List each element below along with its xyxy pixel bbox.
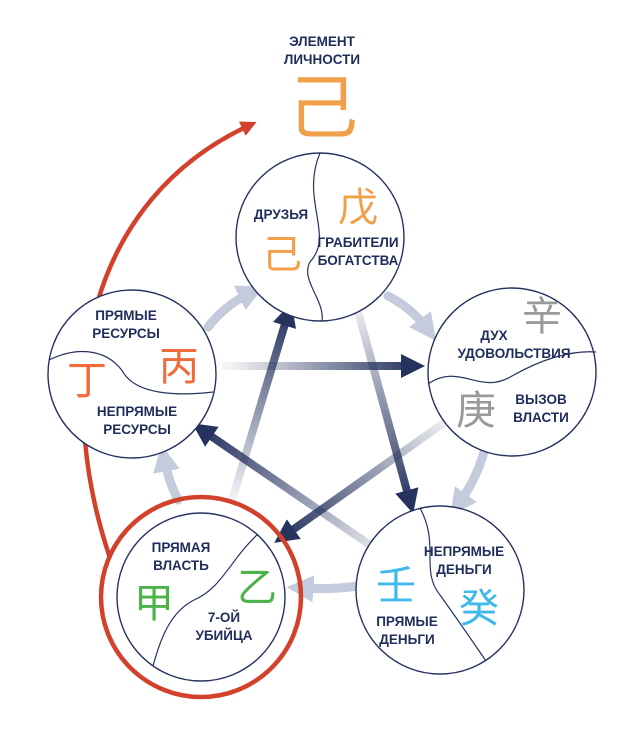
fire-glyph-b: 丁	[67, 358, 107, 404]
wood-glyph-a: 乙	[237, 565, 277, 611]
water-label-bottom-1: ПРЯМЫЕ	[376, 614, 438, 629]
metal-glyph-a: 辛	[522, 294, 562, 340]
earth-glyph-a: 己	[262, 232, 302, 278]
fire-label-bottom-2: РЕСУРСЫ	[103, 422, 171, 437]
arrow-fire-to-earth	[203, 285, 265, 332]
water-glyph-b: 癸	[459, 586, 499, 632]
arrow-wood-to-fire	[153, 444, 183, 505]
fire-label-top-2: РЕСУРСЫ	[92, 326, 160, 341]
water-label-bottom-2: ДЕНЬГИ	[379, 632, 434, 647]
arrow-earth-to-metal	[383, 291, 436, 341]
metal-divider	[427, 351, 597, 385]
element-of-personality: ЭЛЕМЕНТ ЛИЧНОСТИ 己	[284, 34, 360, 149]
arrow-water-to-fire	[192, 423, 395, 564]
earth-divider	[307, 152, 323, 322]
metal-label-top-2: УДОВОЛЬСТВИЯ	[457, 346, 570, 361]
wood-glyph-b: 甲	[134, 581, 174, 627]
arrow-wood-to-earth	[228, 302, 297, 502]
metal-label-bottom-1: ВЫЗОВ	[515, 392, 567, 407]
generating-cycle-arrows	[153, 285, 489, 603]
arrow-metal-to-wood	[274, 416, 451, 543]
title-line-1: ЭЛЕМЕНТ	[289, 34, 356, 49]
earth-label-right-2: БОГАТСТВА	[318, 253, 399, 268]
arrow-water-to-wood	[286, 575, 363, 603]
arrow-metal-to-water	[450, 447, 489, 516]
fire-glyph-a: 丙	[159, 344, 199, 390]
water-label-top-1: НЕПРЯМЫЕ	[424, 544, 504, 559]
wood-label-bottom-1: 7-ОЙ	[208, 610, 240, 625]
water-divider	[419, 507, 487, 662]
fire-circle: ПРЯМЫЕ РЕСУРСЫ НЕПРЯМЫЕ РЕСУРСЫ 丙 丁	[47, 289, 217, 459]
metal-label-bottom-2: ВЛАСТИ	[513, 410, 569, 425]
highlight-ring	[98, 494, 304, 700]
wood-label-top-2: ВЛАСТЬ	[153, 558, 209, 573]
earth-label-left: ДРУЗЬЯ	[254, 207, 308, 222]
title-glyph: 己	[288, 67, 358, 149]
title-line-2: ЛИЧНОСТИ	[284, 52, 360, 67]
wood-divider	[152, 533, 259, 667]
metal-label-top-1: ДУХ	[480, 328, 507, 343]
wood-circle: ПРЯМАЯ ВЛАСТЬ 7-ОЙ УБИЙЦА 乙 甲	[116, 512, 286, 682]
water-circle: НЕПРЯМЫЕ ДЕНЬГИ ПРЯМЫЕ ДЕНЬГИ 壬 癸	[355, 505, 525, 675]
water-label-top-2: ДЕНЬГИ	[436, 562, 491, 577]
arrow-earth-to-water	[352, 302, 419, 514]
earth-circle: ДРУЗЬЯ ГРАБИТЕЛИ БОГАТСТВА 己 戊	[235, 152, 405, 322]
earth-glyph-b: 戊	[338, 185, 378, 231]
fire-label-bottom-1: НЕПРЯМЫЕ	[97, 404, 177, 419]
wood-label-top-1: ПРЯМАЯ	[152, 540, 211, 555]
water-glyph-a: 壬	[376, 563, 416, 609]
metal-circle: ДУХ УДОВОЛЬСТВИЯ ВЫЗОВ ВЛАСТИ 辛 庚	[427, 287, 597, 457]
controlling-cycle-arrows	[192, 302, 451, 564]
wood-label-bottom-2: УБИЙЦА	[195, 628, 252, 643]
fire-label-top-1: ПРЯМЫЕ	[95, 308, 157, 323]
metal-glyph-b: 庚	[456, 388, 496, 434]
fire-divider	[48, 351, 214, 395]
earth-label-right-1: ГРАБИТЕЛИ	[317, 235, 398, 250]
